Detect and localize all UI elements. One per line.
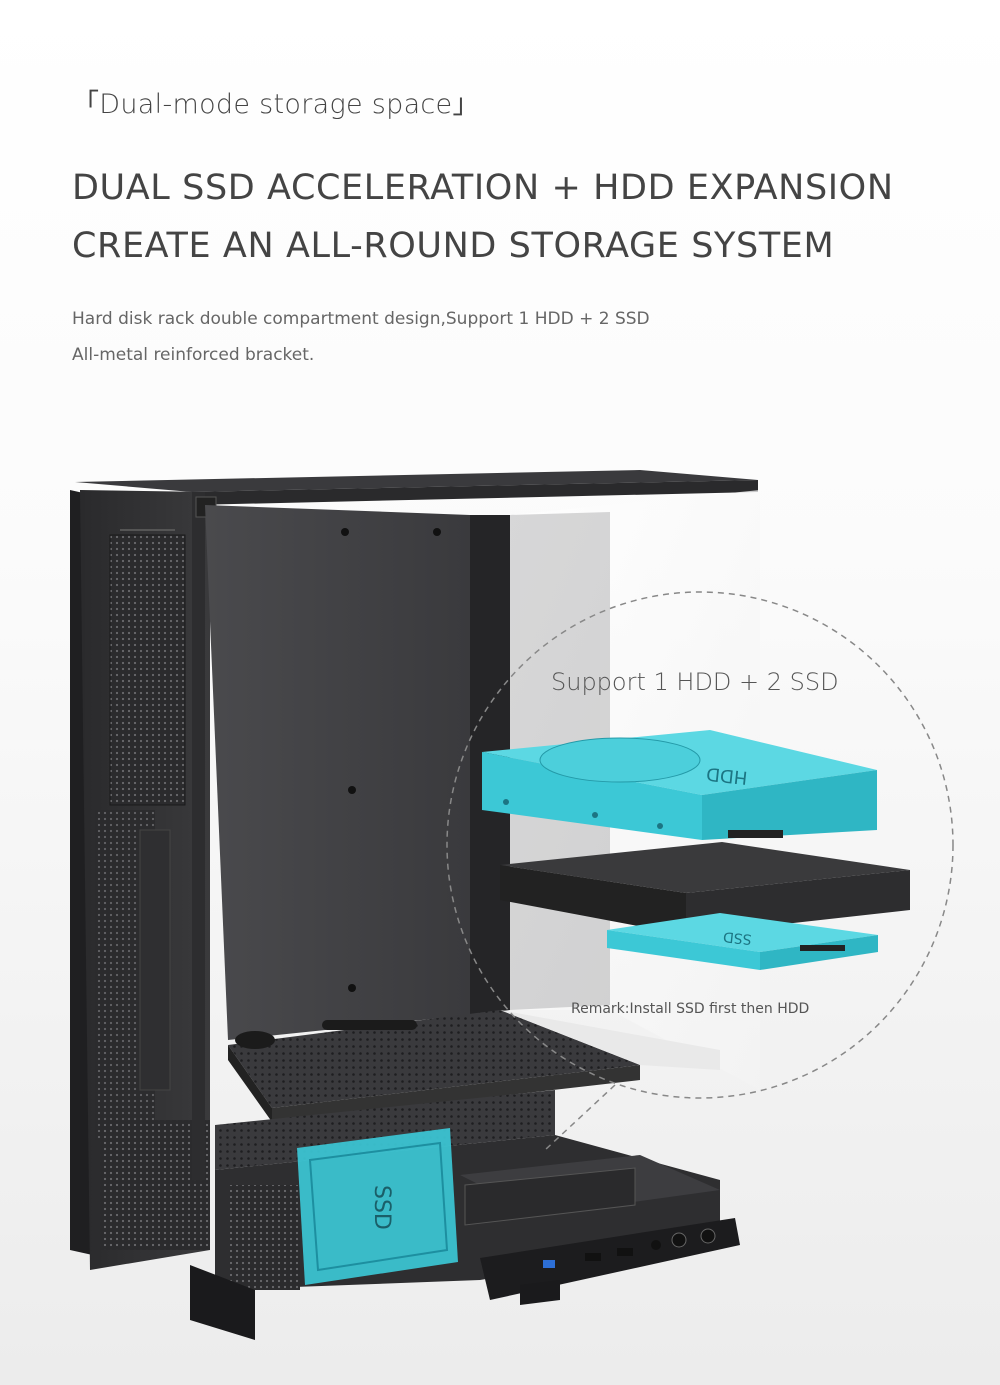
case-lower-chamber xyxy=(190,1090,740,1340)
power-button xyxy=(671,1232,687,1248)
header: 「Dual-mode storage space」 DUAL SSD ACCEL… xyxy=(72,82,952,373)
callout-remark: Remark:Install SSD first then HDD xyxy=(571,1001,810,1017)
ssd-bracket-case: SSD xyxy=(297,1128,458,1285)
usb-port xyxy=(585,1253,601,1261)
case-foot xyxy=(520,1280,560,1305)
case-front-panel xyxy=(70,490,210,1270)
pc-case-illustration: SSD HDD SSD xyxy=(70,470,954,1340)
hdd-drive: HDD xyxy=(482,730,877,840)
callout-ssd-label: SSD xyxy=(722,928,752,947)
headline-line-1: DUAL SSD ACCELERATION + HDD EXPANSION xyxy=(72,168,894,208)
description-line-1: Hard disk rack double compartment design… xyxy=(72,309,650,329)
psu-shroud xyxy=(228,1010,720,1122)
product-illustration: SSD HDD SSD xyxy=(0,440,1000,1385)
section-subtitle: 「Dual-mode storage space」 xyxy=(72,89,480,120)
headline: DUAL SSD ACCELERATION + HDD EXPANSION CR… xyxy=(72,159,952,275)
description-line-2: All-metal reinforced bracket. xyxy=(72,345,315,365)
case-foot xyxy=(190,1265,255,1340)
callout-bubble xyxy=(446,591,954,1151)
callout-hdd-label: HDD xyxy=(705,763,748,788)
case-top-panel xyxy=(75,470,758,1180)
callout-title: Support 1 HDD + 2 SSD xyxy=(551,668,839,696)
headline-line-2: CREATE AN ALL-ROUND STORAGE SYSTEM xyxy=(72,226,835,266)
description: Hard disk rack double compartment design… xyxy=(72,301,952,373)
case-ssd-label: SSD xyxy=(369,1185,394,1230)
usb-port xyxy=(617,1248,633,1256)
audio-jack xyxy=(651,1240,661,1250)
ssd-drive: SSD xyxy=(607,913,878,970)
reset-button xyxy=(700,1228,716,1244)
usb3-port xyxy=(543,1260,555,1268)
